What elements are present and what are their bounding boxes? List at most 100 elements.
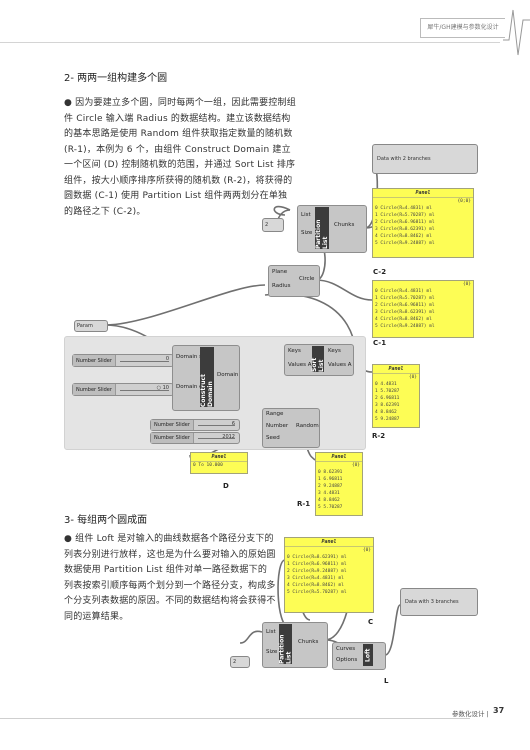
panel-row: 1 Circle(R=6.96811) ml xyxy=(287,562,347,567)
port-list[interactable]: List xyxy=(266,629,276,635)
panel-row: 5 Circle(R=5.70287) ml xyxy=(287,590,347,595)
section-2-title: 2- 两两一组构建多个圆 xyxy=(64,73,168,84)
header-zigzag-decoration xyxy=(503,9,530,56)
panel-c2[interactable]: Panel {0;0} 0 Circle(R=4.4831) ml 1 Circ… xyxy=(372,188,474,258)
slider-track[interactable]: 6 xyxy=(194,420,239,430)
port-seed[interactable]: Seed xyxy=(266,435,280,441)
loft-node[interactable]: Curves Options Loft xyxy=(332,642,386,670)
panel-row: 2 Circle(R=6.96811) ml xyxy=(375,220,435,225)
panel-path: {0} xyxy=(351,463,360,468)
footer-rule xyxy=(0,718,470,719)
slider-label: Number Slider xyxy=(73,355,116,366)
port-list[interactable]: List xyxy=(301,212,311,218)
panel-row: 4 Circle(R=8.8462) ml xyxy=(287,583,344,588)
port-chunks[interactable]: Chunks xyxy=(334,222,355,228)
port-circle[interactable]: Circle xyxy=(299,276,315,282)
port-options[interactable]: Options xyxy=(336,657,358,663)
panel-row: 3 Circle(R=8.62391) ml xyxy=(375,227,435,232)
panel-c[interactable]: Panel {0} 0 Circle(R=8.62391) ml 1 Circl… xyxy=(284,537,374,613)
section-2-text: 因为要建立多个圆，同时每两个一组，因此需要控制组件 Circle 输入端 Rad… xyxy=(64,98,296,217)
port-radius[interactable]: Radius xyxy=(272,283,291,289)
panel-path: {0} xyxy=(408,375,417,380)
size-input-value[interactable]: 2 xyxy=(262,218,284,232)
panel-row: 3 8.62391 xyxy=(375,403,400,408)
partition-list-node-2[interactable]: List Size Partition List Chunks xyxy=(262,622,328,668)
panel-row: 2 Circle(R=6.96811) ml xyxy=(375,303,435,308)
panel-row: 1 Circle(R=5.70287) ml xyxy=(375,213,435,218)
slider-track[interactable]: ○ 10 xyxy=(116,384,173,395)
port-values-a-in[interactable]: Values A xyxy=(288,362,312,368)
param-output-label: Data with 3 branches xyxy=(405,599,459,605)
construct-domain-name: Construct Domain xyxy=(200,347,214,407)
section-2-body: ● 因为要建立多个圆，同时每两个一组，因此需要控制组件 Circle 输入端 R… xyxy=(64,96,296,220)
port-size[interactable]: Size xyxy=(266,649,278,655)
slider-track[interactable]: 0 xyxy=(116,355,173,366)
panel-title: Panel xyxy=(191,453,247,462)
label-r1: R-1 xyxy=(297,500,311,508)
bullet-icon: ● xyxy=(64,98,76,108)
port-plane[interactable]: Plane xyxy=(272,269,288,275)
param-output-3-branches: Data with 3 branches xyxy=(400,588,478,616)
section-3-body: ● 组件 Loft 是对输入的曲线数据各个路径分支下的列表分别进行放样，这也是为… xyxy=(64,532,276,625)
slider-value: 0 xyxy=(165,356,169,362)
panel-title: Panel xyxy=(373,189,473,198)
panel-row: 0 Circle(R=4.4831) ml xyxy=(375,206,432,211)
label-c1: C-1 xyxy=(373,339,387,347)
random-node[interactable]: Range Number Seed Random xyxy=(262,408,320,448)
number-slider-count[interactable]: Number Slider 6 xyxy=(150,419,240,431)
number-slider-domain-end[interactable]: Number Slider ○ 10 xyxy=(72,383,174,396)
port-domain-end[interactable]: Domain end xyxy=(176,384,210,390)
port-size[interactable]: Size xyxy=(301,230,313,236)
panel-title: Panel xyxy=(285,538,373,547)
port-domain[interactable]: Domain xyxy=(217,372,239,378)
panel-row: 1 5.70287 xyxy=(375,389,400,394)
panel-row: 5 9.24887 xyxy=(375,417,400,422)
label-l: L xyxy=(384,677,389,685)
slider-value: 6 xyxy=(231,421,235,427)
panel-title: Panel xyxy=(373,365,419,374)
panel-row: 2 Circle(R=9.24887) ml xyxy=(287,569,347,574)
partition-list-name: Partition List xyxy=(315,207,329,249)
header-rule xyxy=(0,36,500,43)
page-number: 37 xyxy=(493,706,505,715)
panel-c1[interactable]: {0} 0 Circle(R=4.4831) ml 1 Circle(R=5.7… xyxy=(372,280,474,338)
construct-domain-node[interactable]: Domain start Domain end Construct Domain… xyxy=(172,345,240,411)
port-curves[interactable]: Curves xyxy=(336,646,356,652)
label-c2: C-2 xyxy=(373,268,387,276)
sort-list-node[interactable]: Keys Values A Sort List Keys Values A xyxy=(284,344,354,376)
slider-label: Number Slider xyxy=(151,433,194,443)
param-output-label: Data with 2 branches xyxy=(377,156,431,162)
label-d: D xyxy=(223,482,229,490)
section-3-title: 3- 每组两个圆成面 xyxy=(64,515,148,526)
port-range[interactable]: Range xyxy=(266,411,284,417)
panel-row: 4 8.8462 xyxy=(318,498,340,503)
section-3-text: 组件 Loft 是对输入的曲线数据各个路径分支下的列表分别进行放样，这也是为什么… xyxy=(64,534,276,622)
size-input-value-2[interactable]: 2 xyxy=(230,656,250,668)
panel-row: 3 Circle(R=8.62391) ml xyxy=(375,310,435,315)
panel-d[interactable]: Panel 0 To 10.000 xyxy=(190,452,248,474)
port-chunks[interactable]: Chunks xyxy=(298,639,319,645)
port-number[interactable]: Number xyxy=(266,423,289,429)
port-keys-in[interactable]: Keys xyxy=(288,348,301,354)
slider-value: ○ 10 xyxy=(156,385,169,391)
slider-value: 2012 xyxy=(222,434,235,440)
port-keys-out[interactable]: Keys xyxy=(328,348,341,354)
panel-row: 5 5.70287 xyxy=(318,505,343,510)
circle-node[interactable]: Plane Radius Circle xyxy=(268,265,320,297)
port-random[interactable]: Random xyxy=(296,423,319,429)
footer-text: 参数化设计 | xyxy=(452,710,489,718)
partition-list-node[interactable]: List Size Partition List Chunks xyxy=(297,205,367,253)
panel-row: 0 Circle(R=8.62391) ml xyxy=(287,555,347,560)
port-domain-start[interactable]: Domain start xyxy=(176,354,212,360)
slider-track[interactable]: 2012 xyxy=(194,433,239,443)
loft-name: Loft xyxy=(363,644,373,666)
panel-r1[interactable]: Panel {0} 0 8.62391 1 6.96811 2 9.24887 … xyxy=(315,452,363,516)
number-slider-seed[interactable]: Number Slider 2012 xyxy=(150,432,240,444)
port-values-a-out[interactable]: Values A xyxy=(328,362,352,368)
slider-label: Number Slider xyxy=(151,420,194,430)
number-slider-domain-start[interactable]: Number Slider 0 xyxy=(72,354,174,367)
size-value-text: 2 xyxy=(233,659,237,665)
param-node[interactable]: Param xyxy=(74,320,108,332)
panel-r2[interactable]: Panel {0} 0 4.4831 1 5.70287 2 6.96811 3… xyxy=(372,364,420,428)
panel-row: 0 4.4831 xyxy=(375,382,397,387)
